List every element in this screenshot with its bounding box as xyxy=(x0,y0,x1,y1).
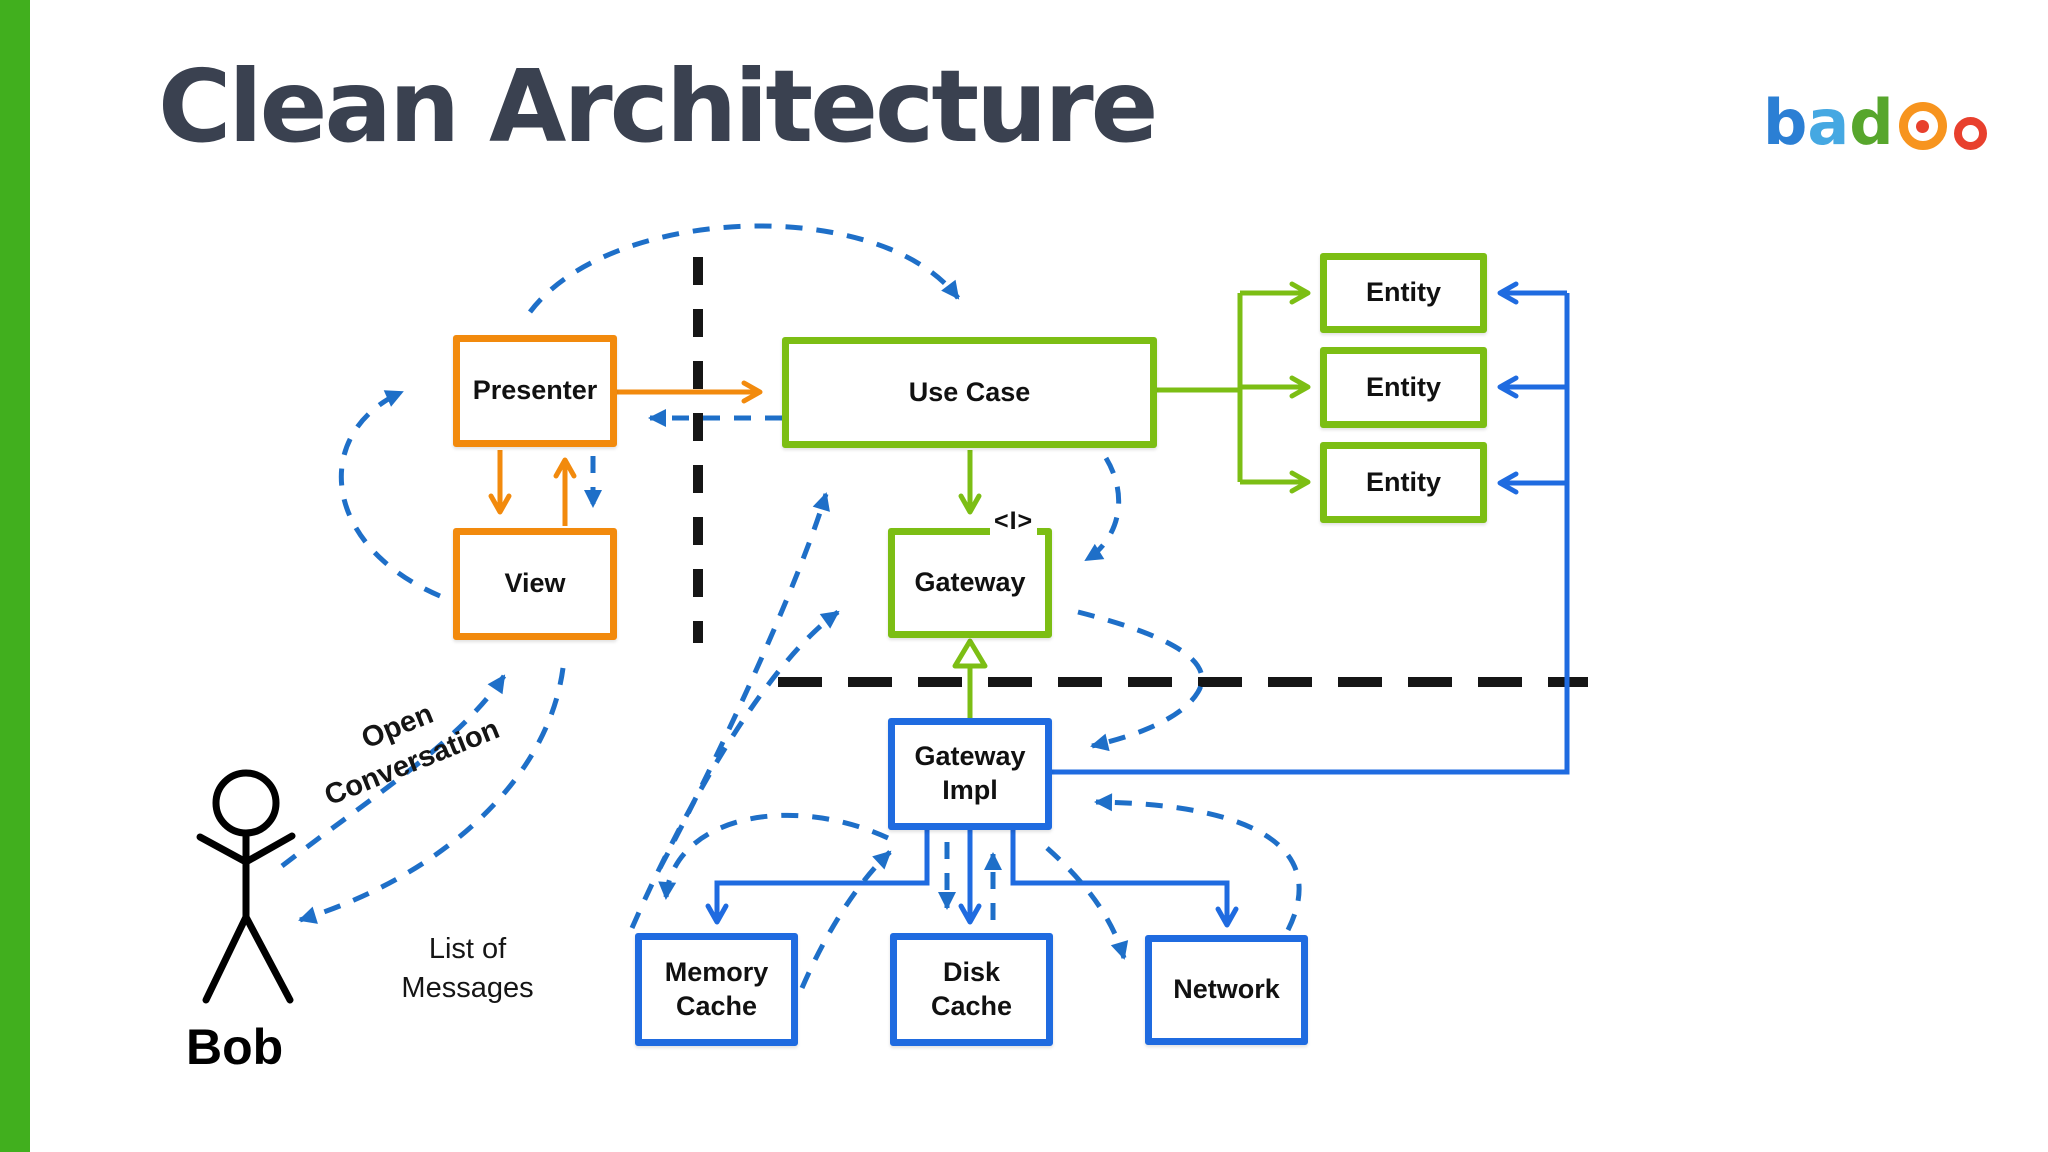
realization-triangle-icon xyxy=(952,638,988,669)
node-memory-cache-label: Memory Cache xyxy=(664,956,769,1021)
logo-big-o-icon xyxy=(1898,102,1947,150)
node-network: Network xyxy=(1145,935,1308,1045)
node-entity-2: Entity xyxy=(1320,347,1487,428)
node-memory-cache: Memory Cache xyxy=(635,933,798,1046)
edge-usecase-entity-bus xyxy=(1157,293,1243,482)
flow-gatewayimpl-to-memory-dashed xyxy=(658,812,890,900)
node-view: View xyxy=(453,528,617,640)
node-presenter-label: Presenter xyxy=(472,375,598,406)
node-entity-2-label: Entity xyxy=(1365,371,1441,402)
page-title: Clean Architecture xyxy=(158,48,1158,165)
node-gateway-label: Gateway xyxy=(914,567,1026,598)
interface-marker: <I> xyxy=(990,507,1038,536)
logo-small-o-icon xyxy=(1953,117,1987,150)
logo-letter-d: d xyxy=(1849,86,1894,159)
flow-up-to-gateway-left xyxy=(629,609,840,930)
node-presenter: Presenter xyxy=(453,335,617,447)
node-entity-1-label: Entity xyxy=(1365,277,1441,308)
flow-list-of-messages-to-bob xyxy=(298,667,566,924)
edge-gatewayimpl-to-memorycache xyxy=(705,830,930,925)
actor-bob-name: Bob xyxy=(186,1019,284,1075)
edge-gatewayimpl-to-network xyxy=(1010,830,1239,928)
node-entity-3: Entity xyxy=(1320,442,1487,523)
flow-presenter-over-to-usecase xyxy=(528,223,960,314)
edge-gatewayimpl-entity-bus xyxy=(1052,293,1570,775)
node-entity-1: Entity xyxy=(1320,253,1487,333)
actor-bob-icon xyxy=(196,769,296,1004)
logo-letter-a: a xyxy=(1807,86,1850,159)
node-use-case-label: Use Case xyxy=(908,376,1031,407)
node-network-label: Network xyxy=(1173,974,1280,1005)
badoo-logo: b a d xyxy=(1763,80,1987,159)
logo-letter-b: b xyxy=(1763,86,1808,159)
flow-gatewayimpl-to-network-dashed xyxy=(1045,846,1129,960)
flow-loop-left-of-presenter xyxy=(338,389,441,599)
node-disk-cache: Disk Cache xyxy=(890,933,1053,1046)
node-gateway-impl: Gateway Impl xyxy=(888,718,1052,830)
flow-memory-to-gatewayimpl xyxy=(799,850,892,989)
flow-gateway-to-gatewayimpl-right xyxy=(1077,609,1205,752)
node-use-case: Use Case xyxy=(782,337,1157,448)
node-gateway-impl-label: Gateway Impl xyxy=(914,741,1026,805)
flow-usecase-down-to-gateway-right xyxy=(1084,456,1122,563)
flow-bob-open-conversation xyxy=(280,674,507,868)
node-entity-3-label: Entity xyxy=(1365,466,1441,497)
node-disk-cache-label: Disk Cache xyxy=(930,956,1013,1021)
node-view-label: View xyxy=(504,568,566,599)
node-gateway: Gateway xyxy=(888,528,1052,638)
logo-dot-icon xyxy=(1916,119,1930,133)
left-accent-bar xyxy=(0,0,30,1152)
annotation-list-of-messages: List of Messages xyxy=(401,933,534,1005)
flow-network-to-gatewayimpl xyxy=(1094,793,1302,932)
